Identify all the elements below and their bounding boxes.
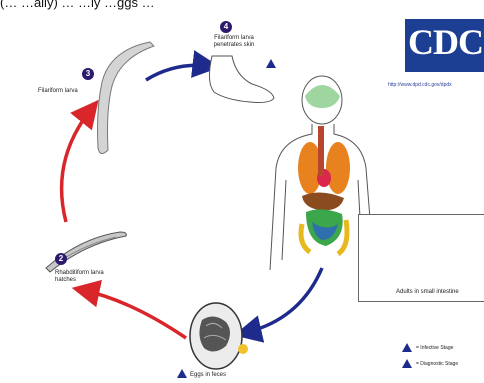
foot-illustration bbox=[209, 56, 274, 103]
filariform-larva-illustration bbox=[98, 42, 155, 154]
stage-4-label: Filariform larva penetrates skin bbox=[204, 35, 264, 49]
arrow-eggs-to-rhabditiform bbox=[82, 290, 186, 338]
legend-infective-text: = Infective Stage bbox=[416, 345, 453, 351]
adults-inset-label: Adults in small intestine bbox=[396, 289, 459, 295]
arrow-host-to-eggs bbox=[244, 268, 322, 333]
stage-3-badge: 3 bbox=[82, 68, 94, 80]
infective-stage-marker bbox=[266, 59, 276, 68]
stage-4-badge: 4 bbox=[220, 21, 232, 33]
legend-diagnostic-icon bbox=[402, 359, 412, 368]
arrow-larva-to-skin bbox=[146, 65, 210, 80]
stage-3-label: Filariform larva bbox=[38, 88, 98, 95]
diagnostic-stage-marker bbox=[177, 369, 187, 378]
arrow-rhabditiform-to-filariform bbox=[62, 108, 92, 222]
stage-2-label: Rhabditiform larva hatches bbox=[55, 270, 109, 284]
legend-diagnostic-text: = Diagnostic Stage bbox=[416, 361, 458, 367]
stage-2-badge: 2 bbox=[55, 253, 67, 265]
eggs-label: Eggs in feces bbox=[190, 372, 250, 379]
cdc-url: http://www.dpd.cdc.gov/dpdx bbox=[388, 82, 452, 88]
rhabditiform-larva-illustration bbox=[46, 232, 126, 272]
legend-infective-icon bbox=[402, 343, 412, 352]
cdc-logo-text: CDC bbox=[408, 21, 483, 63]
stage-eggs-badge bbox=[238, 344, 248, 354]
